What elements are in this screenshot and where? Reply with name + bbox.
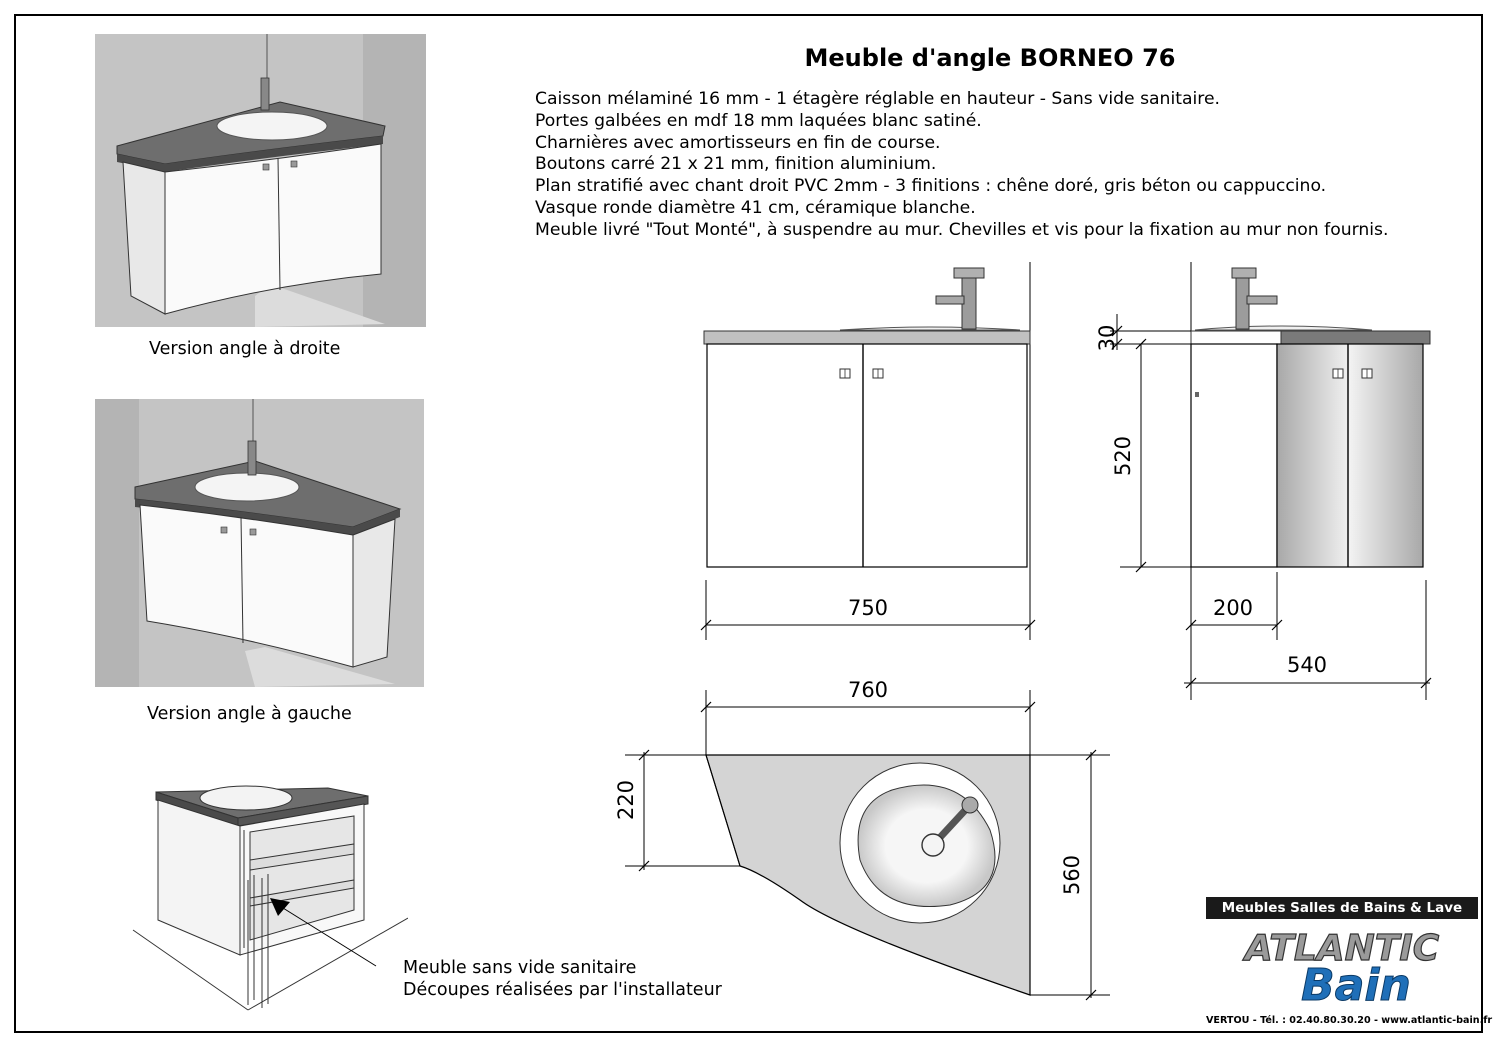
top-view: 760 220 560: [614, 678, 1110, 1001]
render-angle-right: [95, 34, 426, 327]
description-line: Meuble livré "Tout Monté", à suspendre a…: [535, 219, 1389, 240]
description-line: Charnières avec amortisseurs en fin de c…: [535, 132, 941, 153]
description-line: Caisson mélaminé 16 mm - 1 étagère régla…: [535, 89, 1220, 109]
page-title: Meuble d'angle BORNEO 76: [804, 44, 1176, 72]
faucet-icon: [935, 267, 985, 330]
faucet-icon: [921, 796, 979, 857]
dim-top-depth: 560: [1060, 855, 1084, 895]
render-angle-left: [95, 399, 424, 687]
note: Meuble sans vide sanitaire Découpes réal…: [403, 957, 722, 1001]
logo-tagline: Meubles Salles de Bains & Lave mains: [1206, 897, 1478, 938]
description-line: Boutons carré 21 x 21 mm, finition alumi…: [535, 154, 937, 175]
caption-angle-right: Version angle à droite: [149, 339, 341, 359]
description-line: Vasque ronde diamètre 41 cm, céramique b…: [535, 197, 976, 218]
front-view: 750: [700, 262, 1036, 640]
note-line: Meuble sans vide sanitaire: [403, 958, 637, 978]
description-line: Portes galbées en mdf 18 mm laquées blan…: [535, 110, 982, 131]
note-line: Découpes réalisées par l'installateur: [403, 980, 722, 1000]
dim-side-panel: 200: [1213, 596, 1253, 620]
caption-angle-left: Version angle à gauche: [147, 704, 352, 724]
faucet-icon: [1231, 267, 1278, 330]
dim-top-narrow: 220: [614, 780, 638, 820]
drawing-frame: [14, 14, 1483, 1033]
description-line: Plan stratifié avec chant droit PVC 2mm …: [535, 176, 1327, 197]
side-view: 30 520 200 540: [1095, 262, 1432, 700]
logo-word-atlantic: ATLANTIC: [1242, 928, 1440, 969]
dim-top-thickness: 30: [1095, 325, 1119, 352]
logo-word-bain: Bain: [1301, 960, 1411, 1011]
dim-body-height: 520: [1111, 436, 1135, 476]
dim-top-width: 760: [848, 678, 888, 702]
dim-front-width: 750: [848, 596, 888, 620]
logo-footer: VERTOU - Tél. : 02.40.80.30.20 - www.atl…: [1206, 1015, 1493, 1026]
description: Caisson mélaminé 16 mm - 1 étagère régla…: [535, 89, 1388, 242]
atlantic-bain-logo: ATLANTIC Bain: [1241, 927, 1440, 1011]
render-interior: [132, 785, 408, 1011]
dim-side-depth: 540: [1287, 653, 1327, 677]
